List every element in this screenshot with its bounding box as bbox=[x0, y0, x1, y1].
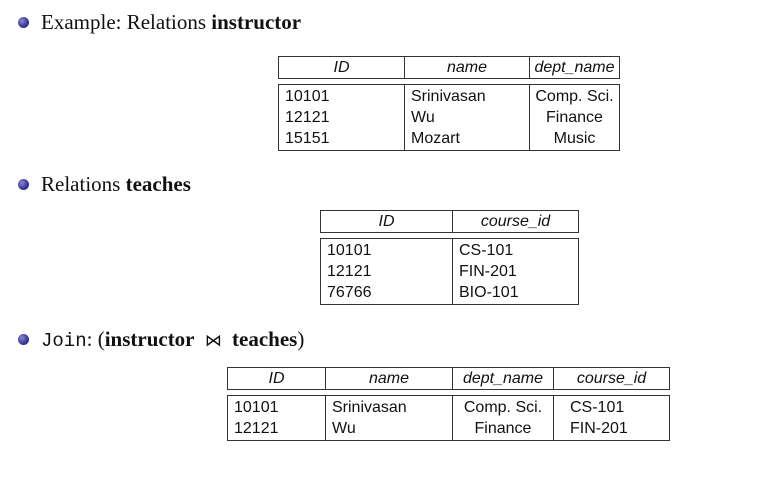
instructor-table: ID name dept_name 10101 12121 15151 Srin… bbox=[278, 56, 620, 151]
table-body: 10101 12121 15151 Srinivasan Wu Mozart C… bbox=[278, 84, 620, 151]
header-cell: ID bbox=[279, 57, 405, 78]
table-column: 10101 12121 76766 bbox=[321, 239, 453, 304]
table-column: CS-101 FIN-201 bbox=[554, 396, 669, 440]
bullet-icon bbox=[18, 17, 29, 28]
bullet-join: Join: (instructor ⋈ teaches) bbox=[18, 327, 304, 352]
bullet-text: Relations teaches bbox=[41, 172, 191, 197]
table-cell: Finance bbox=[474, 420, 532, 437]
table-cell: 12121 bbox=[327, 263, 372, 280]
table-column: Srinivasan Wu bbox=[326, 396, 453, 440]
table-cell: 10101 bbox=[327, 242, 372, 259]
bullet-prefix: Example: Relations bbox=[41, 10, 212, 34]
table-cell: Comp. Sci. bbox=[535, 88, 614, 105]
table-cell: CS-101 bbox=[570, 399, 625, 416]
table-cell: 10101 bbox=[285, 88, 330, 105]
header-cell: course_id bbox=[480, 212, 551, 230]
teaches-table: ID course_id 10101 12121 76766 CS-101 FI… bbox=[320, 210, 579, 305]
header-cell: ID bbox=[228, 368, 326, 389]
table-cell: Comp. Sci. bbox=[463, 399, 543, 416]
table-cell: Srinivasan bbox=[332, 399, 407, 416]
join-keyword: Join bbox=[41, 330, 87, 352]
table-cell: 10101 bbox=[234, 399, 279, 416]
header-cell: dept_name bbox=[534, 58, 615, 76]
table-header: ID name dept_name bbox=[278, 56, 620, 79]
bullet-instructor: Example: Relations instructor bbox=[18, 10, 301, 35]
relation-name: instructor bbox=[104, 327, 195, 351]
header-cell: ID bbox=[321, 211, 453, 232]
table-cell: 15151 bbox=[285, 130, 330, 147]
bullet-prefix: Relations bbox=[41, 172, 126, 196]
bullet-text: Example: Relations instructor bbox=[41, 10, 301, 35]
table-cell: 12121 bbox=[285, 109, 330, 126]
table-cell: Wu bbox=[411, 109, 435, 126]
bullet-text: Join: (instructor ⋈ teaches) bbox=[41, 327, 304, 352]
bullet-teaches: Relations teaches bbox=[18, 172, 191, 197]
table-cell: FIN-201 bbox=[459, 263, 517, 280]
table-header: ID course_id bbox=[320, 210, 579, 233]
table-cell: Music bbox=[553, 130, 596, 147]
table-column: CS-101 FIN-201 BIO-101 bbox=[453, 239, 578, 304]
bullet-icon bbox=[18, 334, 29, 345]
table-body: 10101 12121 Srinivasan Wu Comp. Sci. Fin… bbox=[227, 395, 670, 441]
table-header: ID name dept_name course_id bbox=[227, 367, 670, 390]
bullet-punct: ) bbox=[297, 327, 305, 351]
table-column: Srinivasan Wu Mozart bbox=[405, 85, 530, 150]
header-cell: course_id bbox=[576, 369, 647, 387]
table-cell: FIN-201 bbox=[570, 420, 628, 437]
bullet-icon bbox=[18, 179, 29, 190]
table-cell: Finance bbox=[546, 109, 603, 126]
relation-name: instructor bbox=[211, 10, 302, 34]
table-cell: BIO-101 bbox=[459, 284, 519, 301]
join-table: ID name dept_name course_id 10101 12121 … bbox=[227, 367, 670, 441]
table-cell: Srinivasan bbox=[411, 88, 486, 105]
natural-join-icon: ⋈ bbox=[204, 331, 222, 351]
relation-name: teaches bbox=[125, 172, 191, 196]
header-cell: name bbox=[326, 368, 453, 389]
bullet-punct: : ( bbox=[86, 327, 105, 351]
table-cell: 12121 bbox=[234, 420, 279, 437]
table-column: Comp. Sci. Finance Music bbox=[530, 85, 619, 150]
table-column: Comp. Sci. Finance bbox=[453, 396, 554, 440]
table-cell: Mozart bbox=[411, 130, 460, 147]
table-cell: Wu bbox=[332, 420, 356, 437]
header-cell: dept_name bbox=[453, 368, 554, 389]
table-cell: CS-101 bbox=[459, 242, 514, 259]
relation-name: teaches bbox=[232, 327, 298, 351]
table-body: 10101 12121 76766 CS-101 FIN-201 BIO-101 bbox=[320, 238, 579, 305]
header-cell: name bbox=[405, 57, 530, 78]
table-column: 10101 12121 15151 bbox=[279, 85, 405, 150]
table-column: 10101 12121 bbox=[228, 396, 326, 440]
table-cell: 76766 bbox=[327, 284, 372, 301]
